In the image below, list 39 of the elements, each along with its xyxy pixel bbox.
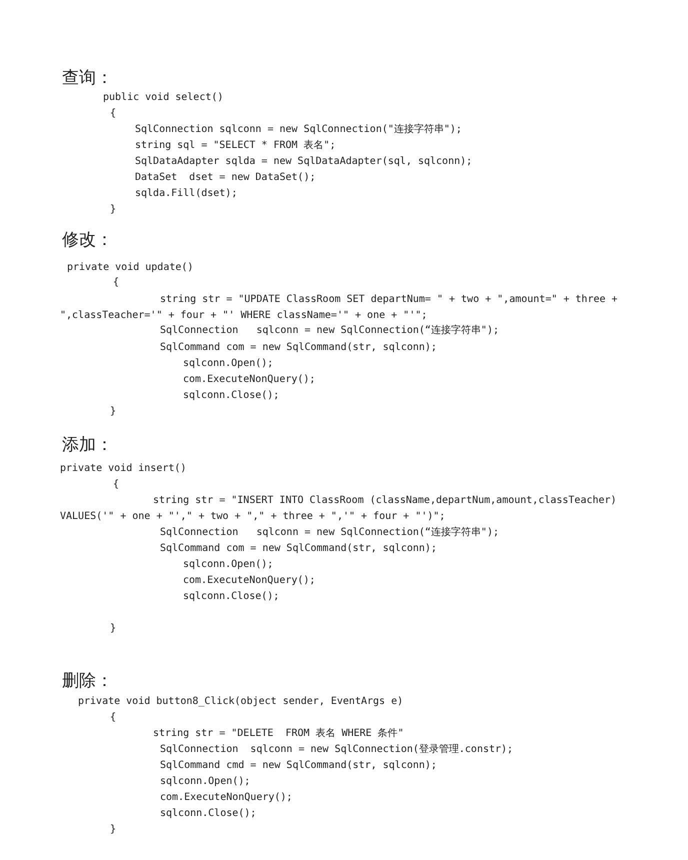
code-line: sqlconn.Close(); (160, 807, 256, 821)
code-line: SqlConnection sqlconn = new SqlConnection(“连接字符串"); (160, 526, 499, 540)
code-line: SqlCommand com = new SqlCommand(str, sqlconn); (160, 542, 437, 556)
code-line: private void update() (67, 261, 194, 275)
code-line: string str = "DELETE FROM 表名 WHERE 条件" (153, 726, 404, 741)
code-line: } (110, 203, 116, 217)
section-heading: 添加： (62, 434, 113, 456)
code-line: private void insert() (60, 462, 186, 476)
code-line: SqlCommand cmd = new SqlCommand(str, sqlconn); (160, 759, 437, 773)
section-heading: 修改： (62, 229, 113, 251)
code-line: { (110, 107, 116, 121)
code-line: { (113, 276, 120, 290)
code-line: string str = "INSERT INTO ClassRoom (className,departNum,amount,classTeacher) VALUES('" + one + "'," + two + "," + three + ",'" + four + "')"; (60, 494, 618, 524)
code-line: SqlDataAdapter sqlda = new SqlDataAdapter(sql, sqlconn); (135, 155, 472, 169)
code-line: SqlConnection sqlconn = new SqlConnection("连接字符串"); (135, 122, 462, 137)
section-heading: 删除： (62, 670, 113, 692)
code-line: com.ExecuteNonQuery(); (183, 574, 316, 588)
code-line: sqlconn.Open(); (183, 558, 274, 572)
code-line: sqlda.Fill(dset); (135, 187, 238, 201)
code-line: { (113, 478, 120, 492)
code-line: string str = "UPDATE ClassRoom SET departNum= " + two + ",amount=" + three + ",classTeacher='" + four + "' WHERE className='" + one + "'"; (60, 293, 619, 323)
code-line: string sql = "SELECT * FROM 表名"; (135, 138, 336, 153)
code-line: SqlCommand com = new SqlCommand(str, sqlconn); (160, 341, 437, 355)
code-line: SqlConnection sqlconn = new SqlConnection(登录管理.constr); (160, 743, 514, 757)
code-line: sqlconn.Close(); (183, 590, 280, 604)
code-line: SqlConnection sqlconn = new SqlConnection(“连接字符串"); (160, 324, 499, 338)
code-line: DataSet dset = new DataSet(); (135, 171, 316, 185)
code-line: { (110, 711, 116, 725)
code-line: public void select() (103, 91, 224, 105)
code-line: } (110, 823, 116, 837)
code-line: sqlconn.Open(); (183, 357, 274, 371)
code-line: com.ExecuteNonQuery(); (183, 373, 316, 387)
section-heading: 查询： (62, 67, 113, 89)
code-line: private void button8_Click(object sender, EventArgs e) (78, 695, 404, 709)
code-line: sqlconn.Open(); (160, 775, 250, 789)
code-line: sqlconn.Close(); (183, 389, 280, 403)
code-line: } (110, 622, 116, 636)
code-line: com.ExecuteNonQuery(); (160, 791, 292, 805)
code-line: } (110, 405, 116, 419)
